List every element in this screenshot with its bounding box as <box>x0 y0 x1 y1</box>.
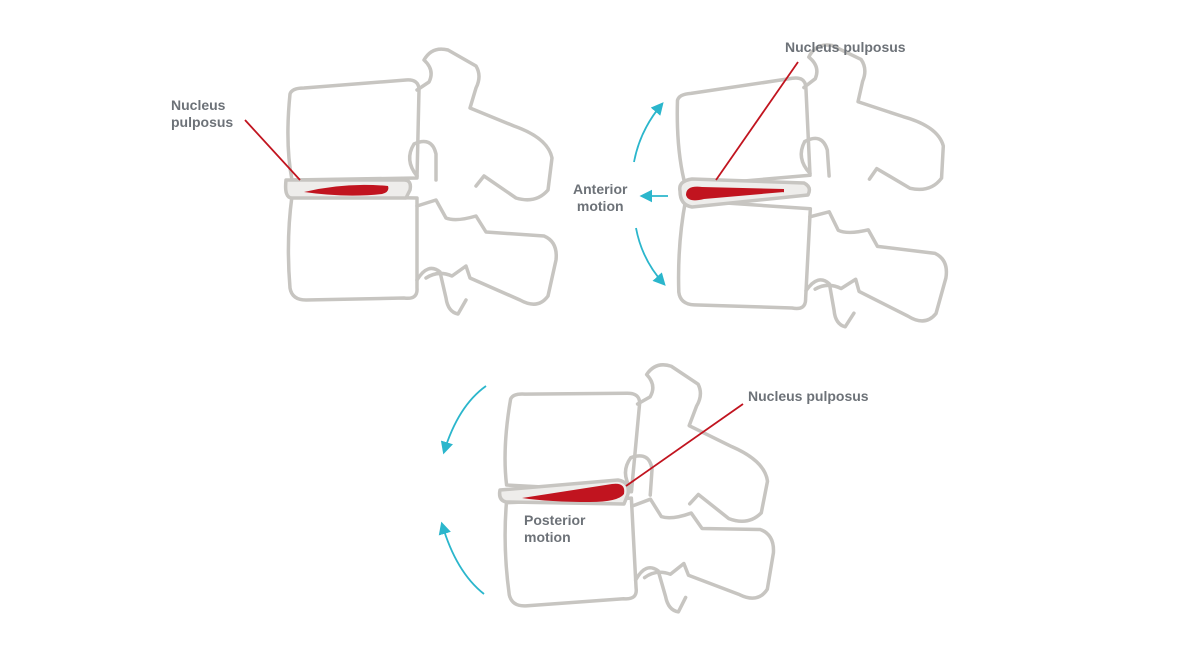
nucleus-pulposus-label: Nucleus pulposus <box>171 97 233 131</box>
vertebra-pair <box>670 35 952 334</box>
motion-label-line-1: Anterior <box>573 181 628 197</box>
arrow-back-lower <box>438 521 485 595</box>
arrow-down-arc <box>635 227 666 286</box>
nucleus-pointer-line <box>244 119 301 181</box>
motion-label-line-1: Posterior <box>524 512 586 528</box>
nucleus-label-line-2: pulposus <box>171 114 234 130</box>
nucleus-label-line-1: Nucleus <box>171 97 226 113</box>
nucleus-pulposus <box>522 483 625 502</box>
nucleus-label-line-1: Nucleus pulposus <box>785 39 906 55</box>
posterior-motion-label: Posterior motion <box>524 512 585 546</box>
motion-label-line-2: motion <box>576 198 624 214</box>
arrow-up-arc <box>633 102 664 163</box>
anterior-motion-label: Anterior motion <box>573 181 627 215</box>
lower-vertebra <box>501 487 779 623</box>
upper-vertebra <box>286 47 554 202</box>
nucleus-pulposus-label: Nucleus pulposus <box>785 39 906 56</box>
arrow-back-upper <box>440 385 487 455</box>
lower-vertebra <box>286 194 558 316</box>
vertebra-pair <box>283 47 558 316</box>
nucleus-pulposus <box>686 186 784 201</box>
nucleus-pulposus-label: Nucleus pulposus <box>748 388 869 405</box>
vertebra-pair <box>497 352 779 623</box>
nucleus-pointer-line <box>715 61 799 181</box>
nucleus-pointer-line <box>625 403 744 487</box>
motion-label-line-2: motion <box>524 529 571 545</box>
nucleus-label-line-1: Nucleus pulposus <box>748 388 869 404</box>
lower-vertebra <box>674 198 952 334</box>
nucleus-pulposus <box>304 184 389 196</box>
